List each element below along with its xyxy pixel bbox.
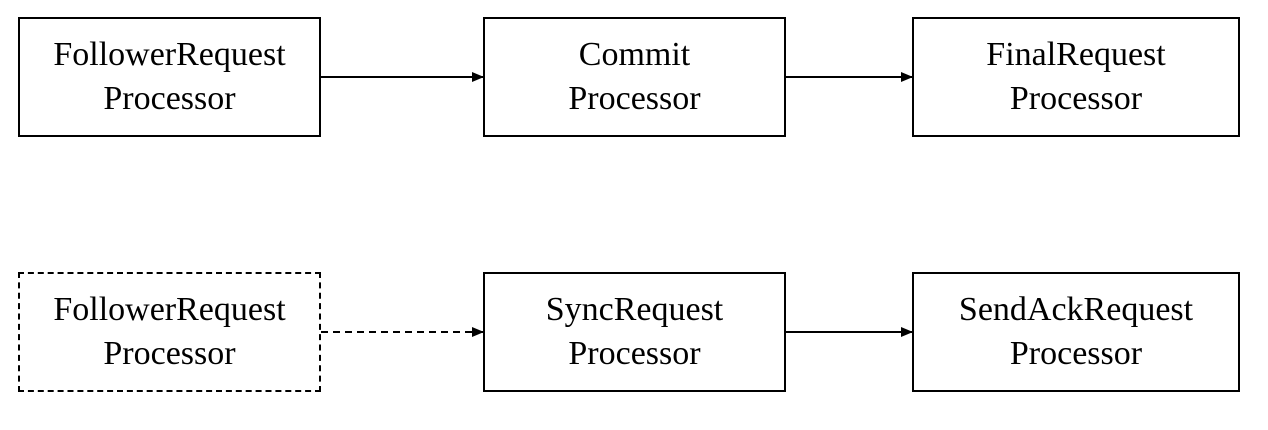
node-label-line1: SyncRequest <box>545 291 724 328</box>
node-label-line2: Processor <box>568 80 701 117</box>
node-follower-request-processor-top: FollowerRequest Processor <box>18 17 321 137</box>
node-label-line1: Commit <box>578 36 691 73</box>
node-send-ack-request-processor: SendAckRequest Processor <box>912 272 1240 392</box>
node-label-line2: Processor <box>1009 335 1143 372</box>
node-label-line1: FollowerRequest <box>53 36 286 73</box>
node-follower-request-processor-bottom-dashed: FollowerRequest Processor <box>18 272 321 392</box>
node-sync-request-processor: SyncRequest Processor <box>483 272 786 392</box>
node-label-line2: Processor <box>103 80 236 117</box>
node-label-line1: FinalRequest <box>986 36 1166 73</box>
node-label-line1: SendAckRequest <box>958 291 1194 328</box>
node-label-line2: Processor <box>568 335 701 372</box>
node-label-line2: Processor <box>103 335 236 372</box>
node-final-request-processor: FinalRequest Processor <box>912 17 1240 137</box>
node-label-line2: Processor <box>1009 80 1143 117</box>
node-commit-processor: Commit Processor <box>483 17 786 137</box>
node-label-line1: FollowerRequest <box>53 291 286 328</box>
